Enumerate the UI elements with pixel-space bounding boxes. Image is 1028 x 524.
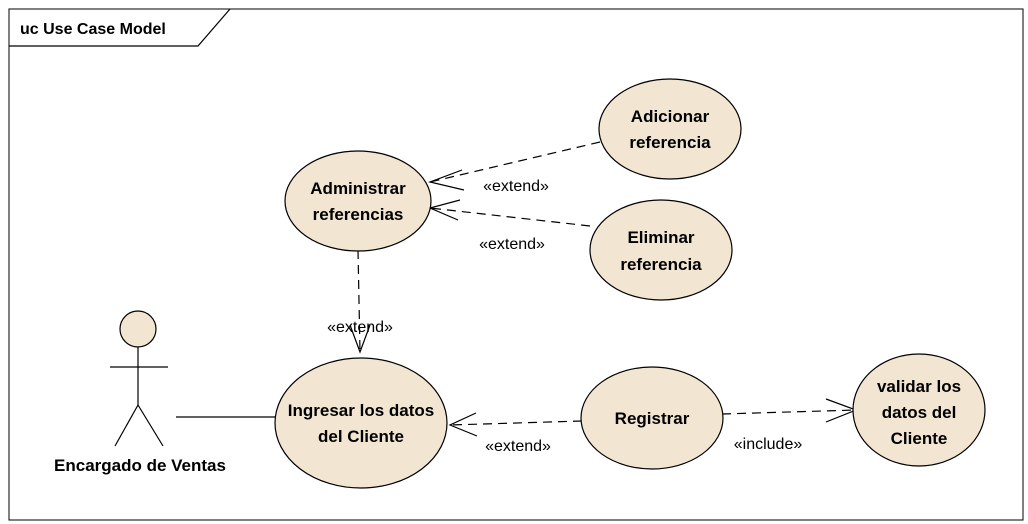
- extend-administrar-line: [357, 249, 361, 353]
- use-case-label-line: referencia: [629, 133, 711, 152]
- use-case-validar-datos-cliente[interactable]: validar los datos del Cliente: [852, 353, 986, 467]
- frame-title: uc Use Case Model: [20, 21, 166, 38]
- use-case-label-line: Registrar: [615, 409, 690, 428]
- use-case-adicionar-referencia[interactable]: Adicionar referencia: [598, 78, 742, 180]
- use-case-label-line: Eliminar: [627, 228, 694, 247]
- use-case-label-line: referencia: [620, 255, 702, 274]
- actor-name: Encargado de Ventas: [54, 456, 226, 475]
- use-case-label-line: del Cliente: [318, 427, 404, 446]
- actor-head: [119, 310, 157, 348]
- extend-eliminar-line: [429, 207, 591, 227]
- extend-adicionar-label: «extend»: [483, 178, 549, 195]
- include-validar-line: [721, 409, 857, 415]
- actor-figure[interactable]: [110, 310, 168, 447]
- use-case-label-line: referencias: [313, 205, 404, 224]
- extend-registrar-label: «extend»: [485, 438, 551, 455]
- frame-title-tab: [9, 8, 231, 47]
- use-case-label-line: Ingresar los datos: [288, 401, 434, 420]
- use-case-registrar[interactable]: Registrar: [580, 366, 724, 470]
- use-case-label-line: Cliente: [891, 429, 948, 448]
- extend-registrar-line: [449, 420, 583, 426]
- actor-left-leg: [114, 404, 139, 447]
- use-case-eliminar-referencia[interactable]: Eliminar referencia: [589, 199, 733, 301]
- use-case-label-line: datos del: [882, 403, 957, 422]
- use-case-ingresar-datos-cliente[interactable]: Ingresar los datos del Cliente: [274, 357, 448, 489]
- diagram-frame: [8, 8, 1024, 521]
- use-case-label-line: Administrar: [310, 179, 406, 198]
- actor-right-leg: [137, 404, 164, 447]
- use-case-label-line: Adicionar: [631, 107, 710, 126]
- extend-registrar-arrowhead: [448, 412, 478, 437]
- extend-eliminar-label: «extend»: [479, 236, 545, 253]
- extend-administrar-arrowhead: [349, 324, 371, 354]
- use-case-label-line: validar los: [877, 377, 961, 396]
- use-case-administrar-referencias[interactable]: Administrar referencias: [284, 150, 432, 252]
- include-validar-label: «include»: [734, 436, 803, 453]
- extend-administrar-label: «extend»: [327, 319, 393, 336]
- extend-adicionar-arrowhead: [427, 169, 465, 191]
